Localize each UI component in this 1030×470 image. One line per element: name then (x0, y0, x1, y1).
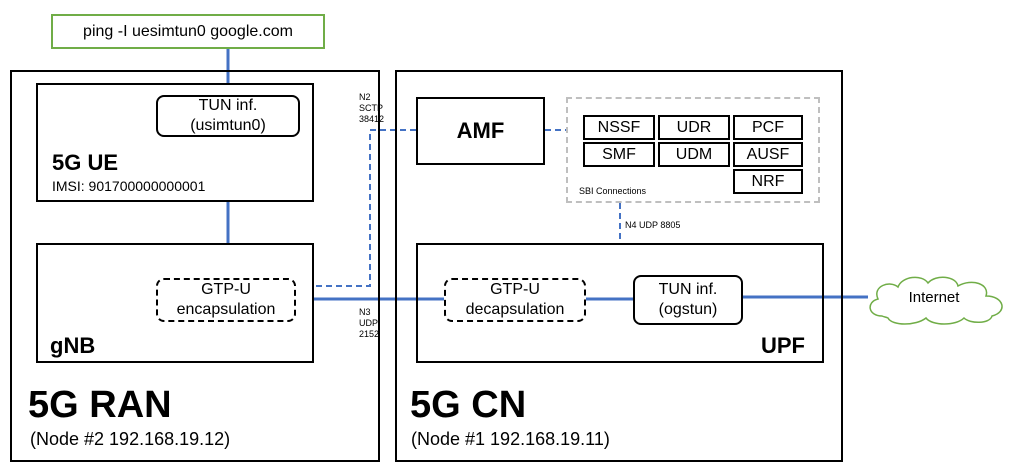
upf-tun-line2: (ogstun) (658, 301, 718, 318)
sbi-area (566, 97, 820, 203)
ue-tun-line2: (usimtun0) (190, 117, 266, 134)
gnb-title: gNB (50, 333, 96, 358)
gnb-gtp-line2: encapsulation (176, 301, 276, 318)
gnb-gtp-line1: GTP-U (201, 281, 251, 298)
ue-imsi: IMSI: 901700000000001 (52, 178, 206, 194)
upf-tun-interface: TUN inf. (ogstun) (633, 275, 743, 325)
upf-title: UPF (761, 333, 805, 358)
upf-tun-line1: TUN inf. (658, 281, 718, 298)
n2-link (296, 129, 416, 287)
n3-label-line1: N3 (359, 307, 371, 317)
n3-label-line2: UDP (359, 318, 379, 328)
cn-node: (Node #1 192.168.19.11) (411, 429, 610, 449)
command-box: ping -I uesimtun0 google.com (51, 14, 325, 49)
nf-udr: UDR (658, 115, 730, 140)
upf-gtp-line1: GTP-U (490, 281, 540, 298)
ue-title: 5G UE (52, 150, 119, 175)
ue-tun-interface: TUN inf. (usimtun0) (156, 95, 300, 137)
amf-box: AMF (416, 97, 545, 165)
ran-title: 5G RAN (28, 384, 172, 426)
nf-pcf: PCF (733, 115, 803, 140)
nf-nssf: NSSF (583, 115, 655, 140)
upf-gtp-decapsulation: GTP-U decapsulation (444, 278, 586, 322)
n2-label: N2 SCTP 38412 (359, 92, 384, 125)
internet-cloud-icon (869, 276, 1003, 325)
n3-label-line3: 2152 (359, 329, 380, 339)
ran-container (10, 70, 380, 462)
cn-title: 5G CN (410, 384, 527, 426)
internet-label: Internet (908, 289, 960, 306)
cn-container (395, 70, 843, 462)
command-text: ping -I uesimtun0 google.com (83, 22, 293, 40)
upf-box (416, 243, 824, 363)
upf-gtp-line2: decapsulation (465, 301, 565, 318)
nf-smf: SMF (583, 142, 655, 167)
nf-udm: UDM (658, 142, 730, 167)
ue-tun-line1: TUN inf. (198, 97, 258, 114)
n2-label-line1: N2 (359, 92, 371, 102)
n2-label-line3: 38412 (359, 114, 385, 124)
amf-label: AMF (456, 118, 505, 143)
sbi-label: SBI Connections (579, 186, 647, 196)
n4-label: N4 UDP 8805 (625, 220, 681, 230)
gnb-gtp-encapsulation: GTP-U encapsulation (156, 278, 296, 322)
n2-label-line2: SCTP (359, 103, 384, 113)
nf-ausf: AUSF (733, 142, 803, 167)
n3-label: N3 UDP 2152 (359, 307, 379, 340)
ran-node: (Node #2 192.168.19.12) (30, 429, 231, 449)
nf-nrf: NRF (733, 169, 803, 194)
